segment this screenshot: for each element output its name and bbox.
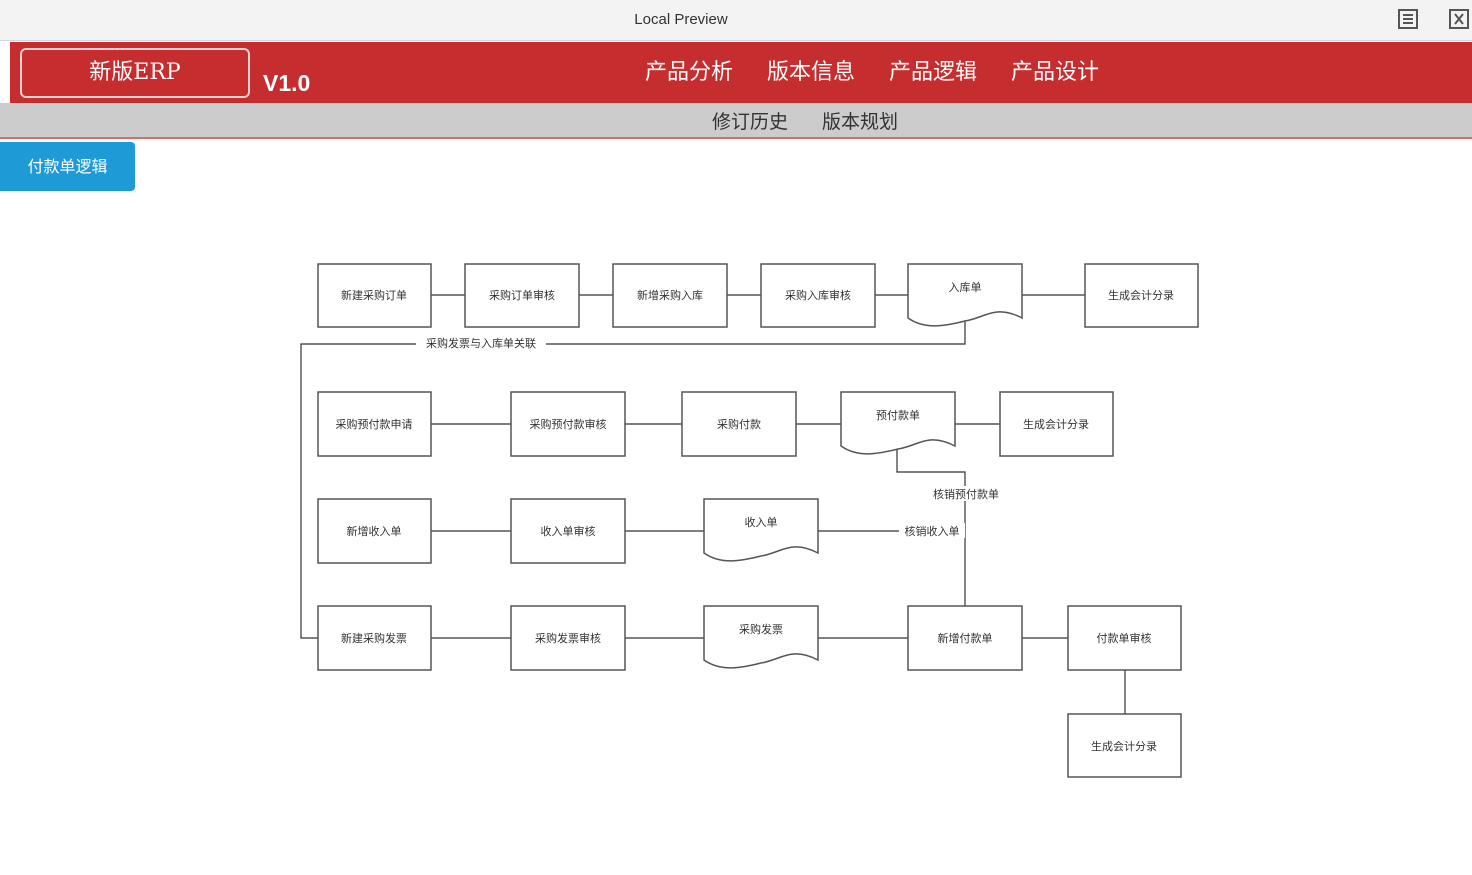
flow-doc-invoice <box>703 605 819 669</box>
flow-label-journal-2: 生成会计分录 <box>1023 417 1089 431</box>
payment-logic-button[interactable]: 付款单逻辑 <box>0 142 135 191</box>
version-label: V1.0 <box>263 70 311 96</box>
flow-node-receipt-review <box>760 263 876 328</box>
brand-logo[interactable]: 新版ERP <box>20 48 250 98</box>
flow-node-po-review <box>464 263 580 328</box>
flow-node-new-receipt <box>612 263 728 328</box>
flow-label-invoice-review: 采购发票审核 <box>535 631 601 645</box>
flow-label-invoice-doc: 采购发票 <box>739 622 783 636</box>
flow-label-new-payment: 新增付款单 <box>938 631 993 645</box>
flow-label-income-doc: 收入单 <box>745 515 778 529</box>
flow-label-prepay-doc: 预付款单 <box>876 408 920 422</box>
flow-node-prepay-review <box>510 391 626 457</box>
flow-label-journal-1: 生成会计分录 <box>1108 288 1174 302</box>
flow-node-journal-1 <box>1084 263 1199 328</box>
nav-product-design[interactable]: 产品设计 <box>1011 60 1100 85</box>
flow-label-purchase-pay: 采购付款 <box>717 417 761 431</box>
flow-doc-income <box>703 498 819 562</box>
nav-version-info[interactable]: 版本信息 <box>767 60 856 85</box>
flow-node-journal-2 <box>999 391 1114 457</box>
flow-label-prepay-request: 采购预付款申请 <box>336 417 413 431</box>
flow-label-po-review: 采购订单审核 <box>489 288 555 302</box>
flow-node-new-payment <box>907 605 1023 671</box>
subnav-revision-history[interactable]: 修订历史 <box>712 110 789 133</box>
flow-label-receipt-doc: 入库单 <box>949 281 982 294</box>
flow-label-prepay-review: 采购预付款审核 <box>530 417 607 431</box>
flow-node-new-income <box>317 498 432 564</box>
nav-product-logic[interactable]: 产品逻辑 <box>889 60 978 85</box>
sub-nav: 修订历史 版本规划 <box>0 103 1472 139</box>
flow-node-journal-3 <box>1067 713 1182 778</box>
flow-label-new-receipt: 新增采购入库 <box>637 288 703 302</box>
flow-edge-label-invoice-link: 采购发票与入库单关联 <box>426 336 536 350</box>
document-list-icon[interactable] <box>1397 8 1419 30</box>
nav-product-analysis[interactable]: 产品分析 <box>645 60 734 85</box>
flow-node-income-review <box>510 498 626 564</box>
subnav-version-plan[interactable]: 版本规划 <box>822 110 899 133</box>
flow-label-new-income: 新增收入单 <box>347 524 402 538</box>
window-title-bar: Local Preview <box>0 0 1472 41</box>
flow-label-income-review: 收入单审核 <box>541 524 596 538</box>
flow-label-new-po: 新建采购订单 <box>341 288 407 302</box>
flow-node-prepay-request <box>317 391 432 457</box>
flow-doc-prepay <box>840 391 956 455</box>
flow-node-payment-review <box>1067 605 1182 671</box>
flow-label-receipt-review: 采购入库审核 <box>785 288 851 302</box>
app-header: 新版ERP V1.0 产品分析 版本信息 产品逻辑 产品设计 <box>10 42 1472 103</box>
flow-node-new-po <box>317 263 432 328</box>
flow-node-new-invoice <box>317 605 432 671</box>
main-nav: 产品分析 版本信息 产品逻辑 产品设计 <box>645 42 1133 103</box>
window-title: Local Preview <box>634 11 728 28</box>
flow-node-invoice-review <box>510 605 626 671</box>
flow-label-payment-review: 付款单审核 <box>1097 631 1152 645</box>
flow-node-purchase-pay <box>681 391 797 457</box>
close-icon[interactable] <box>1448 8 1470 30</box>
flow-label-new-invoice: 新建采购发票 <box>341 631 407 645</box>
flow-edge-label-writeoff-income: 核销收入单 <box>905 524 960 538</box>
flow-edge-label-writeoff-prepay: 核销预付款单 <box>933 487 999 501</box>
flow-doc-receipt <box>907 263 1023 327</box>
flow-label-journal-3: 生成会计分录 <box>1091 739 1157 753</box>
